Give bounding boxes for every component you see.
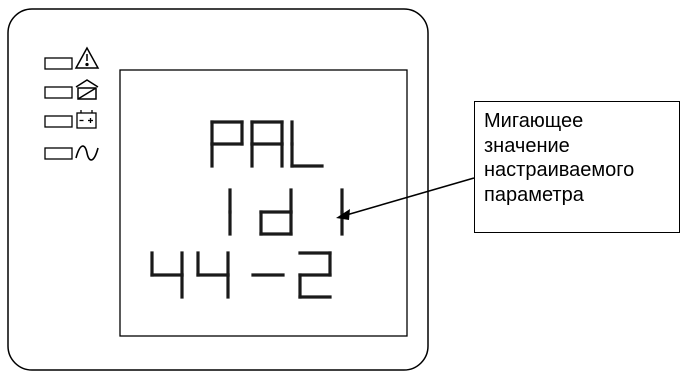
callout-label-box: Мигающее значение настраиваемого парамет… bbox=[474, 101, 680, 233]
callout-label-line-4: параметра bbox=[484, 183, 584, 206]
indicator-led-power-failure bbox=[44, 86, 73, 99]
display-digit bbox=[298, 251, 332, 299]
indicator-led-ac-mains bbox=[44, 147, 73, 160]
display-line-3 bbox=[150, 251, 332, 299]
power-failure-icon bbox=[75, 79, 99, 100]
ac-mains-icon bbox=[75, 145, 99, 161]
callout-label-line-2: значение bbox=[484, 134, 570, 157]
callout-arrow bbox=[342, 177, 475, 217]
callout-label-line-1: Мигающее bbox=[484, 110, 584, 132]
callout-label-line-3: настраиваемого bbox=[484, 159, 635, 181]
display-digit bbox=[210, 120, 244, 168]
lcd-screen bbox=[119, 69, 408, 337]
warning-icon bbox=[74, 46, 100, 69]
display-digit bbox=[259, 188, 293, 236]
indicator-led-battery bbox=[44, 115, 73, 128]
display-line-1 bbox=[210, 120, 324, 168]
indicator-led-warning bbox=[44, 57, 73, 70]
display-digit bbox=[250, 120, 284, 168]
display-digit bbox=[290, 120, 324, 168]
display-digit bbox=[196, 251, 230, 299]
callout-arrowhead bbox=[336, 209, 350, 220]
battery-icon bbox=[76, 110, 97, 129]
display-digit bbox=[150, 251, 184, 299]
